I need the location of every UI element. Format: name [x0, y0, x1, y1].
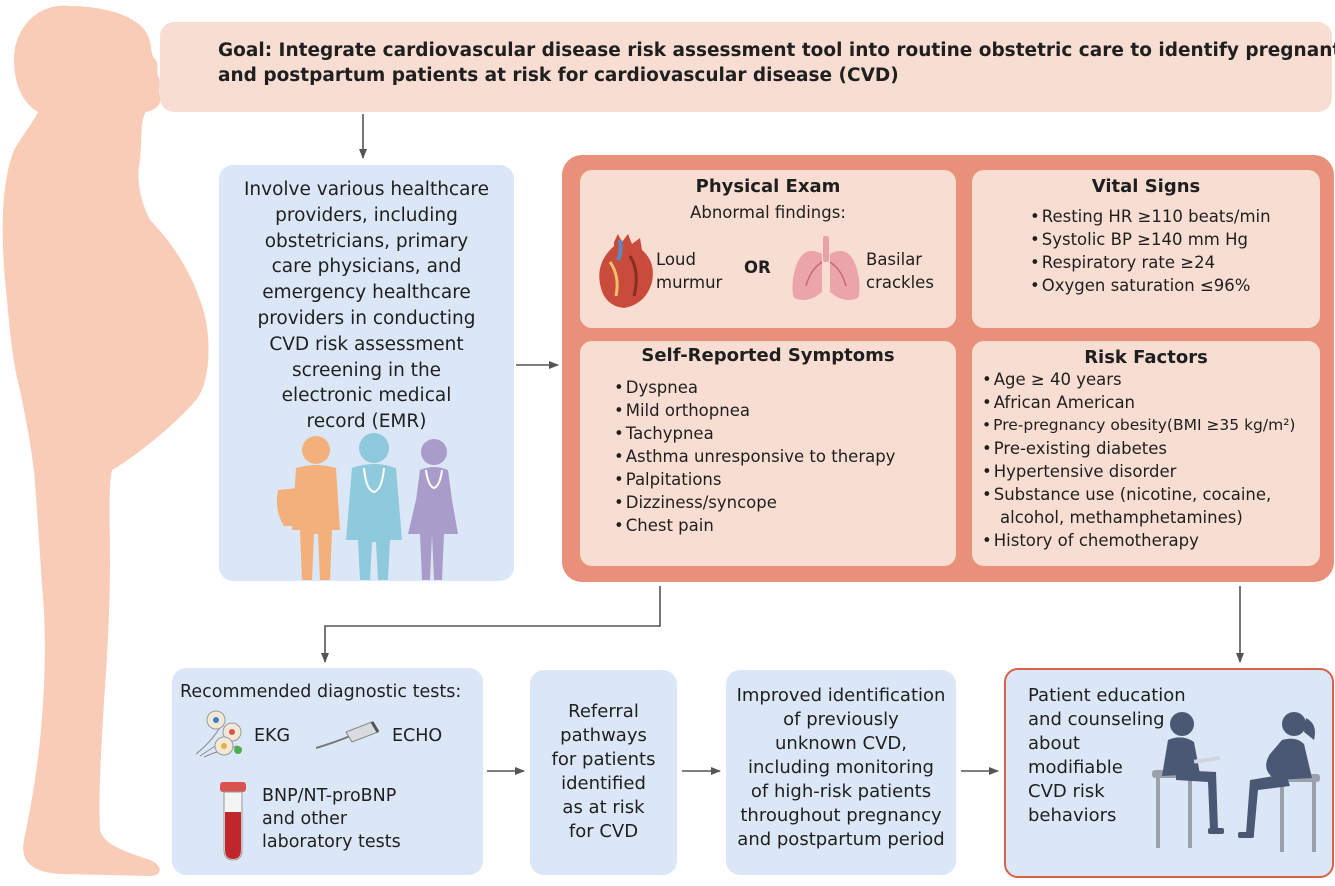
- lab-line-1: BNP/NT-proBNP: [262, 786, 397, 806]
- list-item: Pre-existing diabetes: [982, 437, 1320, 460]
- risk-factor-continuation: alcohol, methamphetamines): [1000, 508, 1243, 527]
- vital-signs-panel: Vital Signs Resting HR ≥110 beats/min Sy…: [972, 170, 1320, 328]
- goal-line-2: and postpartum patients at risk for card…: [218, 65, 899, 86]
- ekg-label: EKG: [254, 726, 291, 746]
- education-line: and counseling: [1028, 709, 1165, 730]
- improved-line: Improved identification: [736, 685, 946, 706]
- goal-banner: Goal: Integrate cardiovascular disease r…: [160, 22, 1335, 112]
- providers-line: record (EMR): [306, 411, 427, 433]
- pregnant-woman-silhouette: [2, 5, 209, 876]
- lab-line-3: laboratory tests: [262, 832, 401, 852]
- providers-line: providers in conducting: [257, 307, 476, 329]
- referral-line: identified: [561, 773, 646, 794]
- referral-box: Referral pathways for patients identifie…: [530, 670, 677, 875]
- flow-arrows: [321, 114, 1244, 775]
- symptoms-title: Self-Reported Symptoms: [641, 345, 895, 366]
- loud-label: Loud: [656, 250, 696, 269]
- symptoms-panel: Self-Reported Symptoms Dyspnea Mild orth…: [580, 341, 956, 566]
- lungs-icon: [792, 236, 860, 300]
- education-line: behaviors: [1028, 805, 1117, 826]
- list-item: Substance use (nicotine, cocaine,: [982, 483, 1320, 506]
- providers-line: Involve various healthcare: [243, 179, 490, 200]
- echo-probe-icon: [316, 721, 380, 749]
- crackles-label: crackles: [866, 273, 934, 292]
- providers-line: emergency healthcare: [262, 282, 471, 304]
- heart-icon: [599, 234, 653, 308]
- list-item: Mild orthopnea: [614, 399, 956, 422]
- providers-line: obstetricians, primary: [264, 230, 469, 252]
- list-item: Dizziness/syncope: [614, 491, 956, 514]
- referral-line: pathways: [560, 725, 647, 746]
- diagnostic-tests-box: Recommended diagnostic tests: EKG ECHO B…: [172, 668, 483, 875]
- list-item: Chest pain: [614, 514, 956, 537]
- or-label: OR: [744, 258, 771, 277]
- list-item: Age ≥ 40 years: [982, 368, 1320, 391]
- referral-line: Referral: [568, 701, 639, 722]
- list-item: Hypertensive disorder: [982, 460, 1320, 483]
- basilar-label: Basilar: [866, 250, 923, 269]
- providers-line: providers, including: [275, 204, 458, 226]
- referral-line: as at risk: [562, 797, 645, 818]
- referral-line: for patients: [551, 749, 656, 770]
- improved-line: and postpartum period: [737, 829, 945, 850]
- healthcare-providers-icon: [276, 433, 458, 580]
- improved-line: of previously: [783, 709, 899, 730]
- patient-education-box: Patient education and counseling about m…: [1004, 668, 1334, 878]
- list-item: Dyspnea: [614, 376, 956, 399]
- providers-box: Involve various healthcare providers, in…: [219, 165, 514, 581]
- list-item: Resting HR ≥110 beats/min: [1030, 205, 1320, 228]
- abnormal-findings-label: Abnormal findings:: [690, 203, 846, 222]
- physical-exam-title: Physical Exam: [695, 176, 841, 197]
- murmur-label: murmur: [656, 273, 723, 292]
- education-line: about: [1028, 733, 1080, 754]
- list-item: Oxygen saturation ≤96%: [1030, 274, 1320, 297]
- risk-factors-list-last: History of chemotherapy: [982, 529, 1320, 552]
- risk-factors-title: Risk Factors: [1084, 347, 1208, 368]
- list-item: Systolic BP ≥140 mm Hg: [1030, 228, 1320, 251]
- lab-line-2: and other: [262, 809, 348, 829]
- list-item: Palpitations: [614, 468, 956, 491]
- providers-line: CVD risk assessment: [269, 333, 464, 355]
- list-item: Asthma unresponsive to therapy: [614, 445, 956, 468]
- list-item: History of chemotherapy: [982, 529, 1320, 552]
- risk-factors-list: Age ≥ 40 years African American Pre-preg…: [982, 368, 1320, 506]
- vital-signs-list: Resting HR ≥110 beats/min Systolic BP ≥1…: [1030, 205, 1320, 297]
- list-item: Respiratory rate ≥24: [1030, 251, 1320, 274]
- symptoms-list: Dyspnea Mild orthopnea Tachypnea Asthma …: [614, 376, 956, 537]
- improved-line: unknown CVD,: [775, 733, 907, 754]
- education-line: modifiable: [1028, 757, 1123, 778]
- improved-line: including monitoring: [748, 757, 934, 778]
- list-item: Tachypnea: [614, 422, 956, 445]
- improved-line: throughout pregnancy: [740, 805, 942, 826]
- providers-line: screening in the: [291, 359, 442, 381]
- education-line: Patient education: [1028, 685, 1186, 706]
- vital-signs-title: Vital Signs: [1091, 176, 1201, 197]
- list-item: Pre-pregnancy obesity(BMI ≥35 kg/m²): [982, 414, 1320, 437]
- list-item: African American: [982, 391, 1320, 414]
- goal-line-1: Goal: Integrate cardiovascular disease r…: [218, 40, 1335, 61]
- providers-line: electronic medical: [281, 385, 452, 407]
- referral-line: for CVD: [568, 821, 639, 842]
- echo-label: ECHO: [392, 726, 443, 746]
- counseling-people-icon: [1152, 712, 1320, 852]
- diagnostic-title: Recommended diagnostic tests:: [180, 682, 462, 702]
- ekg-electrodes-icon: [195, 710, 242, 758]
- risk-factors-panel: Risk Factors Age ≥ 40 years African Amer…: [972, 341, 1320, 566]
- blood-tube-icon: [220, 782, 246, 861]
- improved-line: of high-risk patients: [750, 781, 932, 802]
- providers-line: care physicians, and: [271, 256, 462, 278]
- education-line: CVD risk: [1028, 781, 1105, 802]
- physical-exam-panel: Physical Exam Abnormal findings: Loud mu…: [580, 170, 956, 328]
- improved-identification-box: Improved identification of previously un…: [726, 670, 956, 875]
